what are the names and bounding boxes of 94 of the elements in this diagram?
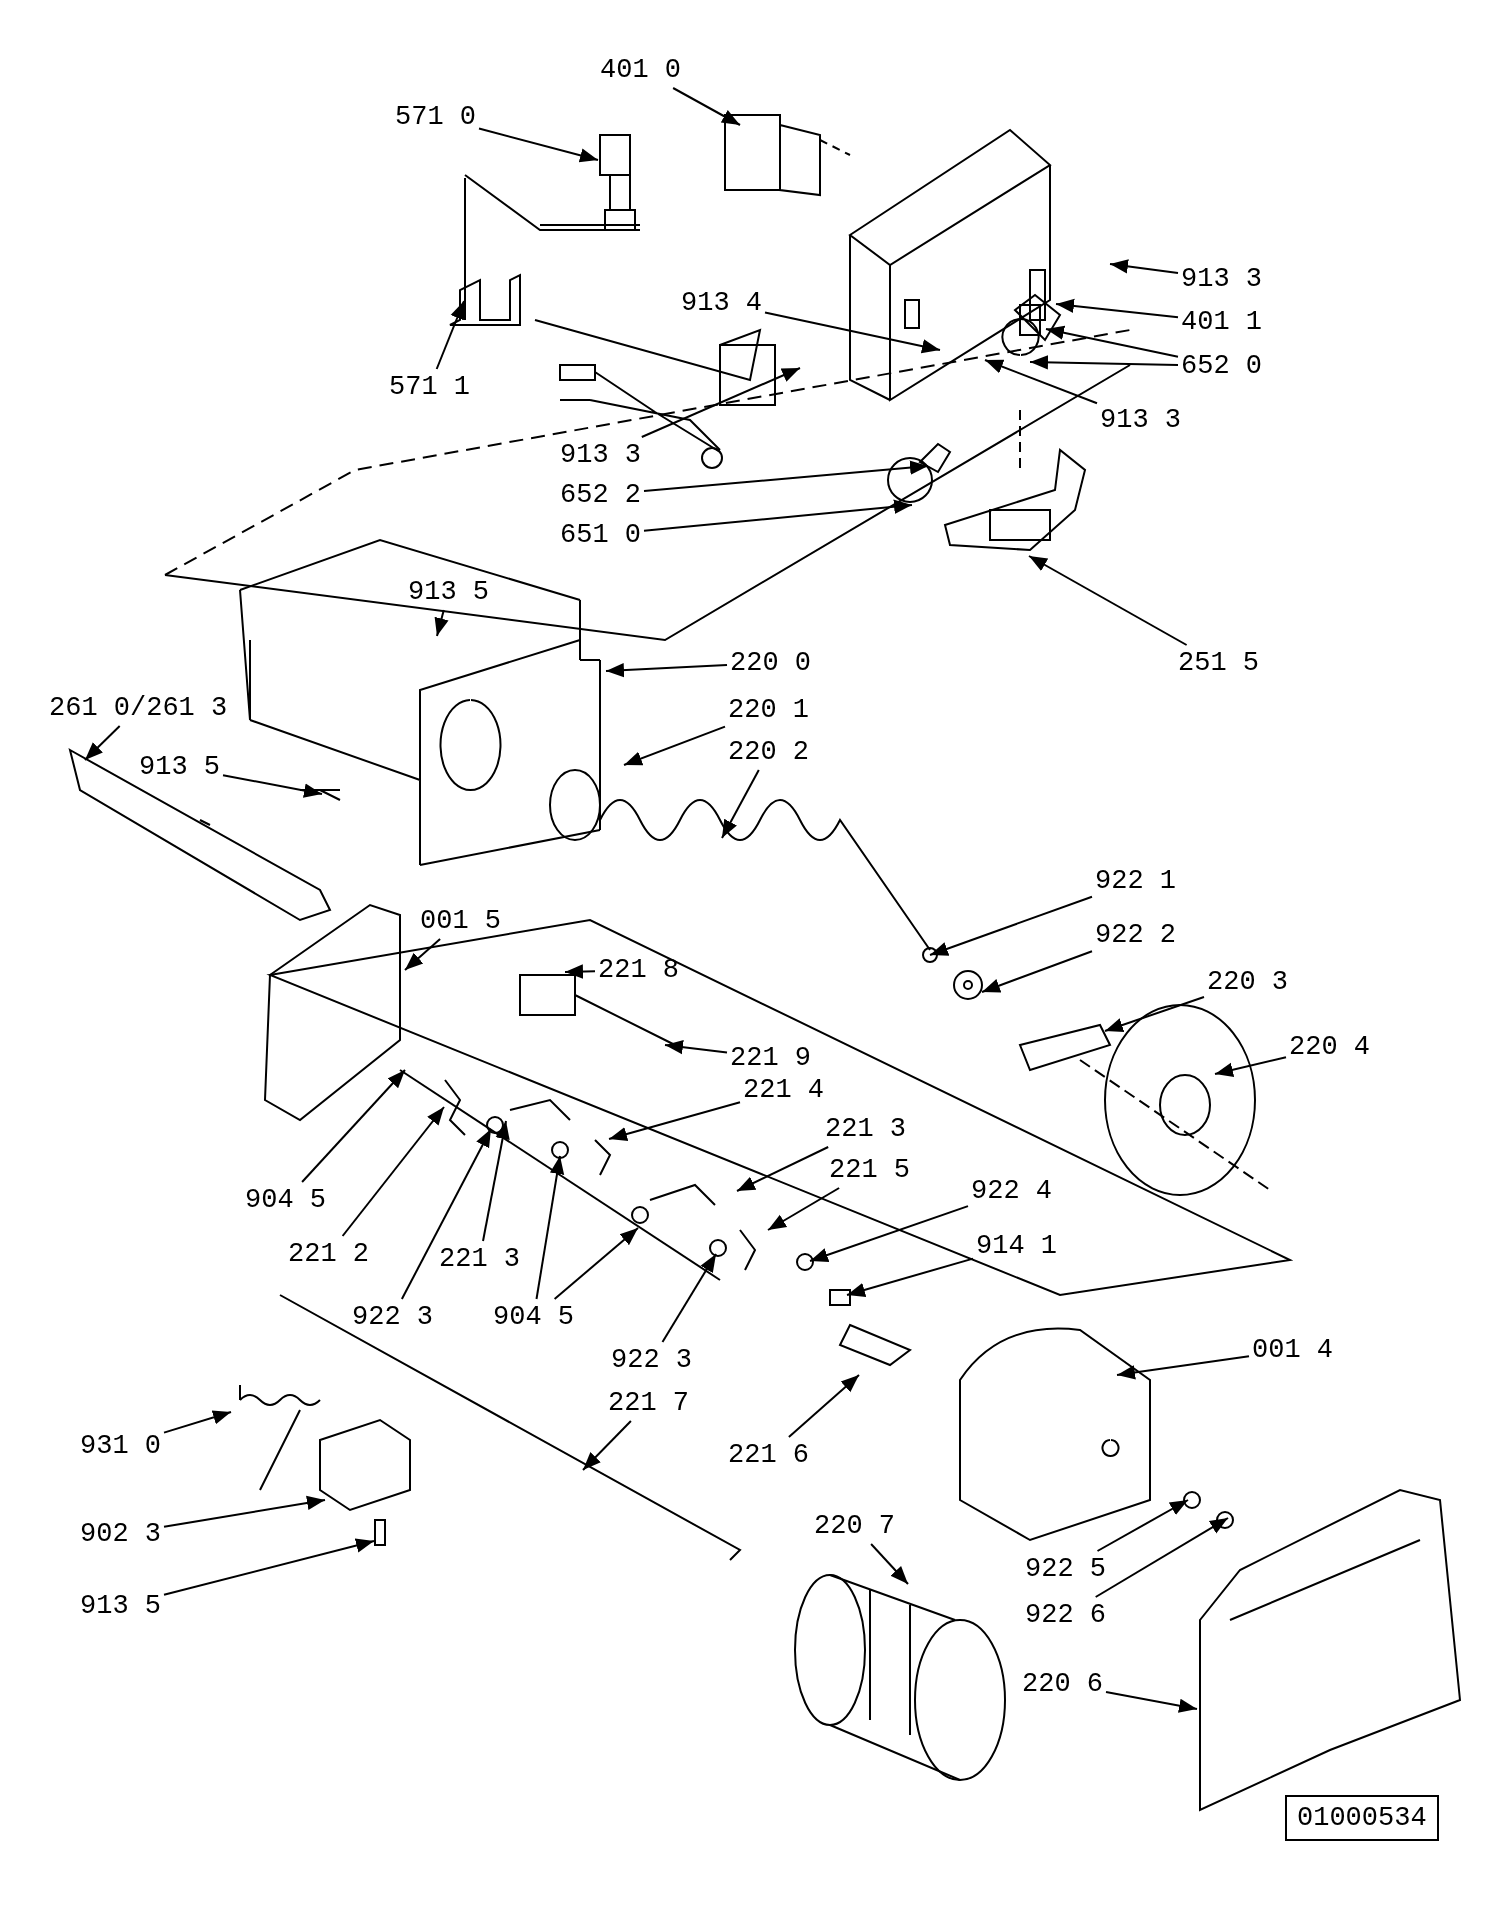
leader-line — [605, 662, 728, 678]
leader-line — [1096, 1499, 1189, 1552]
callout-number: 914 1 — [976, 1231, 1057, 1261]
drawing-number: 01000534 — [1285, 1795, 1439, 1841]
callout-number: 913 4 — [681, 288, 762, 318]
leader-line — [301, 1069, 406, 1183]
leader-line — [870, 1543, 909, 1585]
callout-number: 251 5 — [1178, 648, 1259, 678]
callout-number: 922 4 — [971, 1176, 1052, 1206]
leader-line — [404, 938, 442, 971]
callout-number: 220 2 — [728, 737, 809, 767]
callout-number: 922 1 — [1095, 866, 1176, 896]
callout-number: 221 4 — [743, 1075, 824, 1105]
leader-line — [222, 774, 323, 798]
leader-line — [809, 1205, 969, 1262]
leader-line — [434, 609, 449, 637]
leader-line — [1116, 1355, 1250, 1380]
callout-number: 904 5 — [493, 1302, 574, 1332]
leader-line — [643, 499, 913, 532]
callout-number: 913 5 — [139, 752, 220, 782]
leader-line — [981, 950, 1093, 993]
callout-number: 221 5 — [829, 1155, 910, 1185]
leader-line — [984, 359, 1098, 405]
callout-number: 221 6 — [728, 1440, 809, 1470]
callout-number: 922 3 — [352, 1302, 433, 1332]
callout-number: 220 0 — [730, 648, 811, 678]
callout-number: 221 9 — [730, 1043, 811, 1073]
leader-line — [478, 127, 599, 163]
leader-line — [435, 300, 465, 370]
callout-number: 220 3 — [1207, 967, 1288, 997]
leader-line — [1105, 1691, 1198, 1713]
leader-line — [482, 1120, 510, 1242]
leader-line — [764, 311, 941, 354]
callout-number: 913 3 — [560, 440, 641, 470]
callout-number: 571 0 — [395, 102, 476, 132]
leader-line — [623, 725, 726, 766]
callout-number: 913 5 — [80, 1591, 161, 1621]
leader-line — [767, 1187, 841, 1231]
callout-number: 220 7 — [814, 1511, 895, 1541]
leader-line — [929, 895, 1093, 956]
leader-line — [1028, 555, 1188, 646]
callout-number: 001 4 — [1252, 1335, 1333, 1365]
callout-number: 221 3 — [825, 1114, 906, 1144]
leader-line — [341, 1106, 445, 1237]
leader-line — [661, 1253, 717, 1343]
callout-number: 220 1 — [728, 695, 809, 725]
callout-number: 261 0/261 3 — [49, 693, 228, 723]
leader-line — [1094, 1517, 1229, 1598]
callout-number: 922 3 — [611, 1345, 692, 1375]
leader-line — [846, 1257, 974, 1297]
leader-line — [564, 964, 596, 979]
callout-number: 913 3 — [1181, 264, 1262, 294]
callout-number: 651 0 — [560, 520, 641, 550]
leader-line — [1104, 996, 1205, 1032]
callout-number: 904 5 — [245, 1185, 326, 1215]
callout-number: 931 0 — [80, 1431, 161, 1461]
leader-line — [640, 367, 801, 438]
callout-number: 571 1 — [389, 372, 470, 402]
callout-number: 652 2 — [560, 480, 641, 510]
callout-number: 221 3 — [439, 1244, 520, 1274]
callout-number: 902 3 — [80, 1519, 161, 1549]
leader-line — [553, 1227, 639, 1300]
callout-number: 221 2 — [288, 1239, 369, 1269]
callout-number: 913 5 — [408, 577, 489, 607]
leader-line — [1029, 355, 1179, 370]
callout-number: 913 3 — [1100, 405, 1181, 435]
callout-number: 220 6 — [1022, 1669, 1103, 1699]
leader-line — [163, 1410, 232, 1434]
leader-line — [1055, 298, 1179, 319]
leader-line — [721, 769, 760, 839]
leader-line — [163, 1495, 326, 1528]
callout-number: 221 7 — [608, 1388, 689, 1418]
leader-line — [672, 87, 741, 126]
callout-number: 401 0 — [600, 55, 681, 85]
callout-number: 001 5 — [420, 906, 501, 936]
leader-line — [787, 1374, 860, 1438]
leader-line — [1045, 325, 1179, 358]
leader-line — [664, 1040, 728, 1055]
callout-number: 220 4 — [1289, 1032, 1370, 1062]
leader-line — [535, 1155, 565, 1300]
leader-line — [1109, 259, 1179, 275]
leader-line — [736, 1146, 830, 1192]
callout-number: 922 6 — [1025, 1600, 1106, 1630]
leader-line — [643, 460, 929, 493]
leader-line — [84, 725, 121, 761]
callout-number: 922 2 — [1095, 920, 1176, 950]
leader-line — [608, 1101, 741, 1142]
leader-line — [1214, 1056, 1287, 1077]
leader-line — [163, 1538, 375, 1596]
leader-line — [582, 1420, 632, 1471]
callout-number: 922 5 — [1025, 1554, 1106, 1584]
callout-number: 652 0 — [1181, 351, 1262, 381]
leader-line — [400, 1128, 492, 1300]
callout-number: 401 1 — [1181, 307, 1262, 337]
